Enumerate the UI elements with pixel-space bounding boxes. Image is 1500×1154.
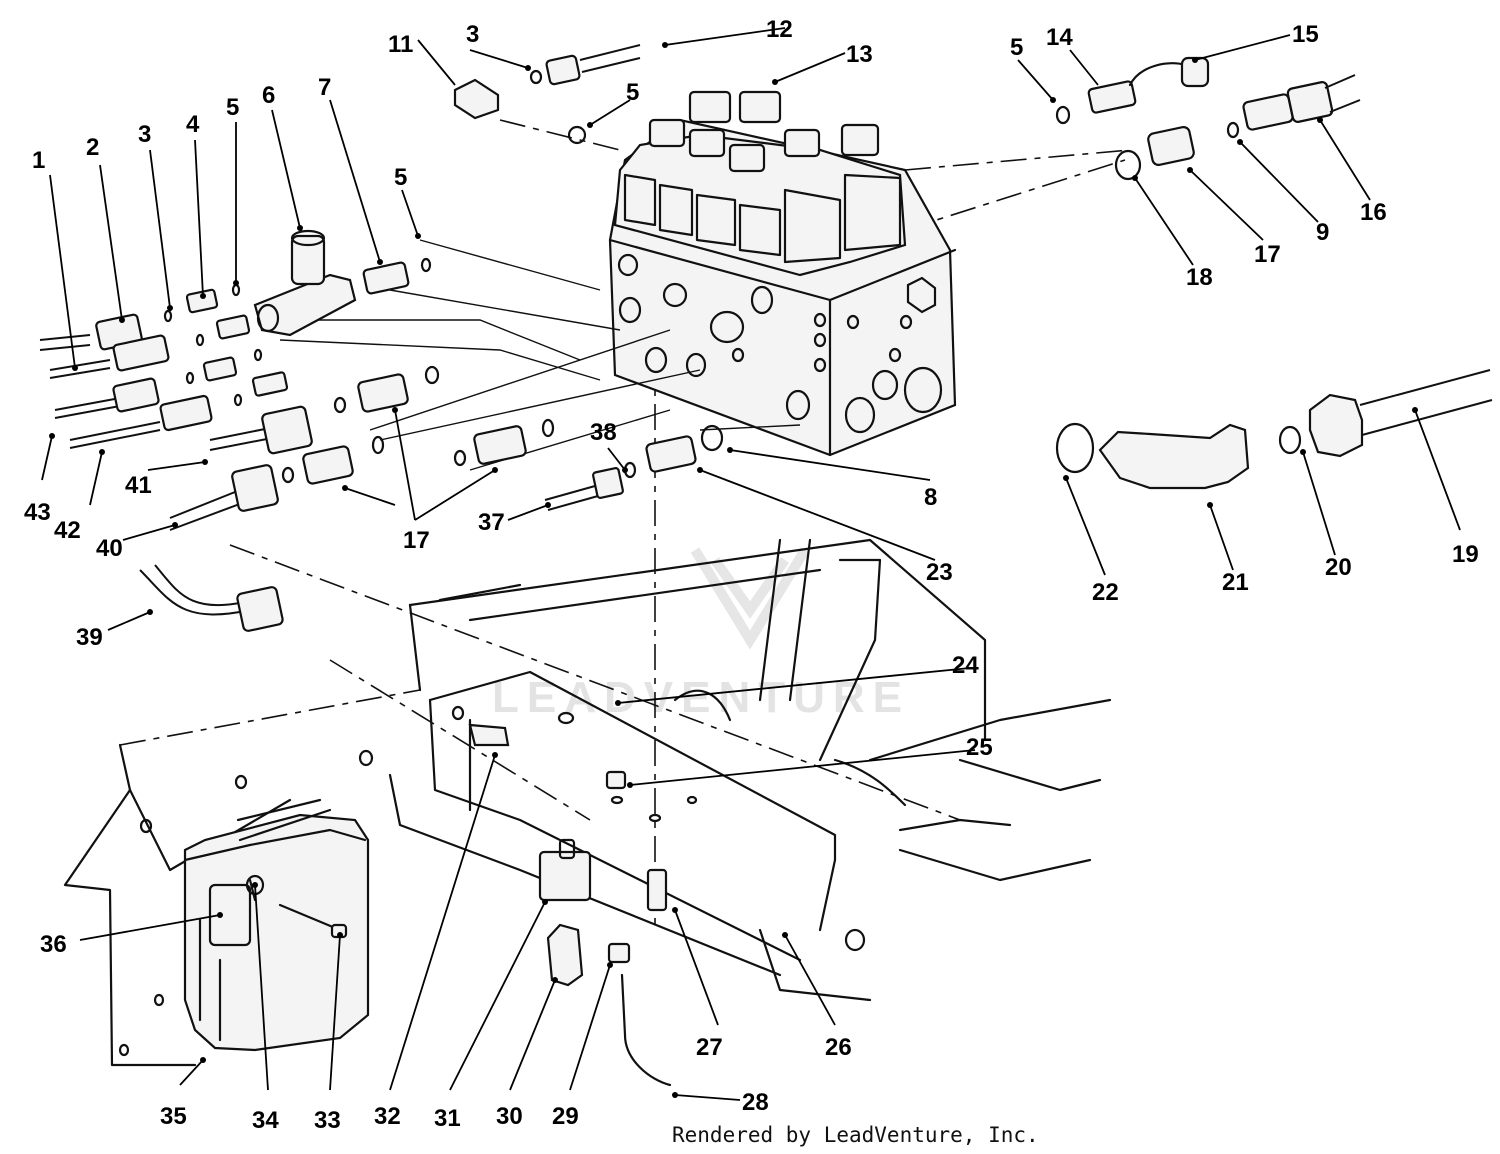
callout-6: 6 — [262, 82, 275, 109]
callout-5-top: 5 — [626, 79, 639, 106]
callout-22: 22 — [1092, 579, 1119, 606]
left-fittings — [95, 229, 724, 632]
callout-32: 32 — [374, 1103, 401, 1130]
callout-42: 42 — [54, 517, 81, 544]
callout-17-right: 17 — [1254, 241, 1281, 268]
callout-16: 16 — [1360, 199, 1387, 226]
top-fittings — [453, 44, 641, 145]
callout-27: 27 — [696, 1034, 723, 1061]
callout-29: 29 — [552, 1103, 579, 1130]
callout-28: 28 — [742, 1089, 769, 1116]
callout-3-left: 3 — [138, 121, 151, 148]
callout-4: 4 — [186, 111, 200, 138]
callout-23: 23 — [926, 559, 953, 586]
callout-12: 12 — [766, 16, 793, 43]
watermark: LEADVENTURE — [492, 547, 902, 722]
right-fittings — [1055, 56, 1493, 490]
callout-3-top: 3 — [466, 21, 479, 48]
lower-hardware — [183, 689, 907, 1087]
callout-25: 25 — [966, 734, 993, 761]
callout-20: 20 — [1325, 554, 1352, 581]
callout-41: 41 — [125, 472, 152, 499]
callout-9: 9 — [1316, 219, 1329, 246]
credit-text: Rendered by LeadVenture, Inc. — [672, 1123, 1039, 1147]
callout-38: 38 — [590, 419, 617, 446]
callout-11: 11 — [388, 31, 413, 58]
callout-33: 33 — [314, 1107, 341, 1134]
callout-5-mid: 5 — [394, 164, 407, 191]
callout-21: 21 — [1222, 569, 1249, 596]
leader-lines — [41, 27, 1461, 1101]
callout-2: 2 — [86, 134, 99, 161]
callout-39: 39 — [76, 624, 103, 651]
callout-18: 18 — [1186, 264, 1213, 291]
callout-14: 14 — [1046, 24, 1073, 51]
callout-5-right: 5 — [1010, 34, 1023, 61]
callout-34: 34 — [252, 1107, 279, 1134]
leader-dots — [49, 42, 1418, 1098]
callout-1: 1 — [32, 147, 45, 174]
callout-26: 26 — [825, 1034, 852, 1061]
valve-manifold — [608, 90, 957, 457]
callout-5-left: 5 — [226, 94, 239, 121]
callout-40: 40 — [96, 535, 123, 562]
callout-37: 37 — [478, 509, 505, 536]
left-hoses — [39, 239, 801, 616]
callout-7: 7 — [318, 74, 331, 101]
callout-31: 31 — [434, 1105, 461, 1132]
callout-35: 35 — [160, 1103, 187, 1130]
callout-24: 24 — [952, 652, 979, 679]
callout-17-left: 17 — [403, 527, 430, 554]
callout-43: 43 — [24, 499, 51, 526]
callout-36: 36 — [40, 931, 67, 958]
callout-labels: 1 2 3 3 4 5 5 5 5 6 7 8 9 11 12 13 14 15… — [24, 16, 1479, 1134]
callout-30: 30 — [496, 1103, 523, 1130]
callout-19: 19 — [1452, 541, 1479, 568]
callout-8: 8 — [924, 484, 937, 511]
callout-13: 13 — [846, 41, 873, 68]
callout-15: 15 — [1292, 21, 1319, 48]
